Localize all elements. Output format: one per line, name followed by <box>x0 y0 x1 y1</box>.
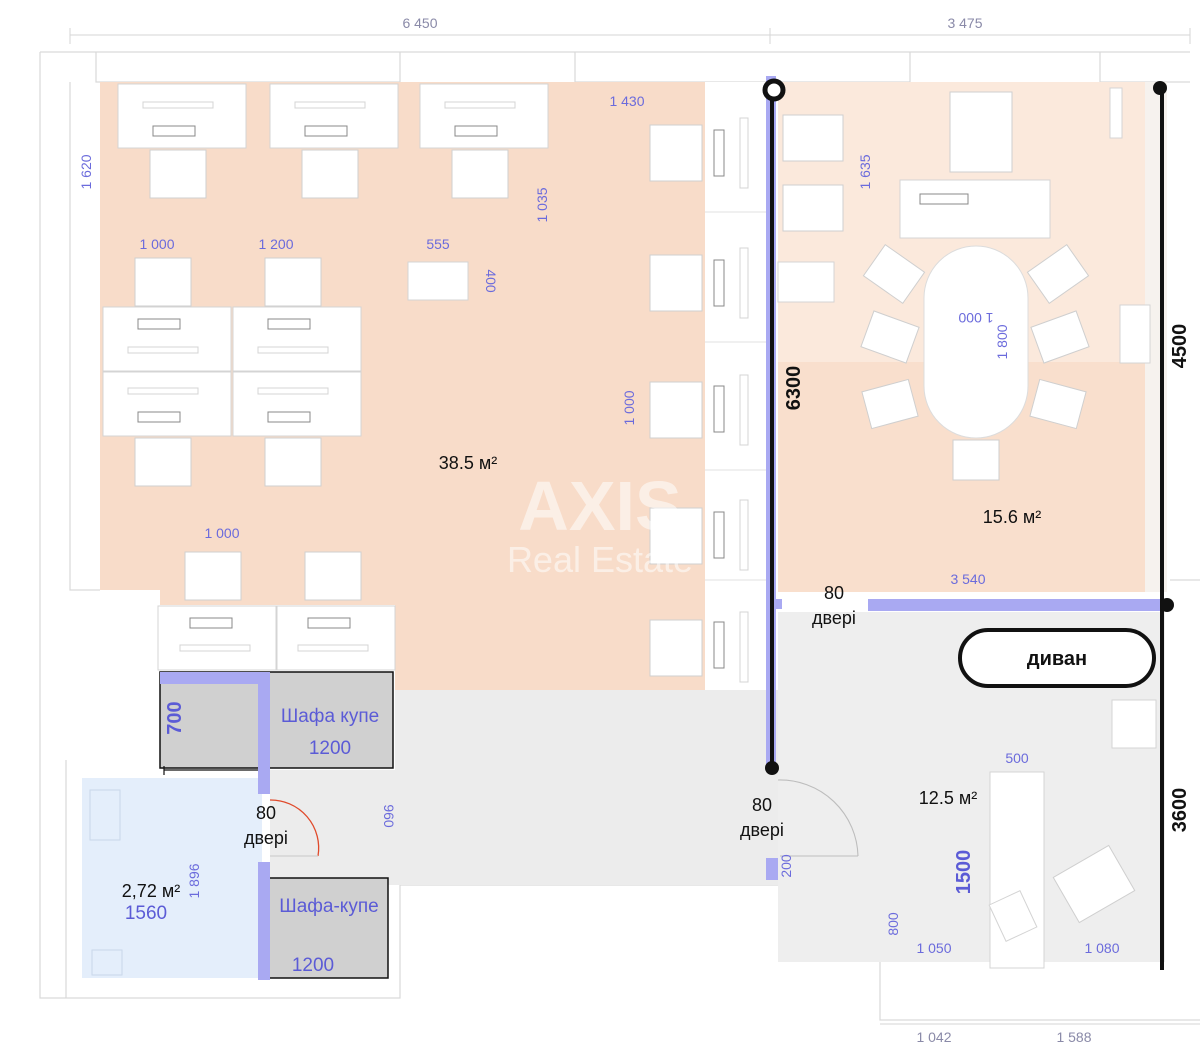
bold-lines <box>770 88 1164 970</box>
door-meeting-width: 80 <box>824 583 844 603</box>
dimension-top-left: 6 450 <box>402 15 437 31</box>
door-office-width: 80 <box>752 795 772 815</box>
sofa <box>958 628 1156 688</box>
bathroom-area: 2,72 м² <box>122 881 180 901</box>
door-office-label: двері <box>740 820 784 840</box>
dimension-1050: 1 050 <box>916 940 951 956</box>
dimension-bottom-right: 1 588 <box>1056 1029 1091 1045</box>
door-meeting-label: двері <box>812 608 856 628</box>
top-dimension-line <box>69 28 1200 1025</box>
dimension-1035: 1 035 <box>534 187 550 222</box>
right-line-top-marker <box>1153 81 1167 95</box>
dimension-1500: 1500 <box>953 850 975 895</box>
middle-desk-cluster <box>102 257 469 487</box>
wardrobe-upper-width: 1200 <box>309 738 351 759</box>
wardrobe-lower <box>267 877 389 979</box>
dimension-200: 200 <box>778 854 794 878</box>
watermark-brand: AXIS <box>518 467 681 545</box>
dimension-bottom-left: 1 042 <box>916 1029 951 1045</box>
open-space-area: 38.5 м² <box>439 453 497 473</box>
wardrobe-upper-label: Шафа купе <box>281 706 379 727</box>
door-bath-width: 80 <box>256 803 276 823</box>
dimension-4500: 4500 <box>1169 324 1191 369</box>
dimension-top-right: 3 475 <box>947 15 982 31</box>
dimension-400: 400 <box>483 269 499 293</box>
desk-column-dividers <box>705 211 768 581</box>
door-swing-corridor <box>777 779 859 857</box>
watermark-subtitle: Real Estate <box>507 539 693 580</box>
wardrobe-lower-width: 1200 <box>292 955 334 976</box>
meeting-room-area: 15.6 м² <box>983 507 1041 527</box>
wall-end-marker <box>765 761 779 775</box>
dimension-500: 500 <box>1005 750 1029 766</box>
bottom-desk-pair <box>157 551 396 671</box>
dimension-6300: 6300 <box>783 366 805 411</box>
bath-door-frame <box>163 766 258 775</box>
right-line-mid-marker <box>1160 598 1174 612</box>
dimension-1200: 1 200 <box>258 236 293 252</box>
bathroom-width: 1560 <box>125 903 167 924</box>
wall-start-marker <box>762 78 786 102</box>
wardrobe-lower-label: Шафа-купе <box>279 896 378 917</box>
office-furniture <box>988 699 1157 969</box>
dimension-1620: 1 620 <box>78 154 94 189</box>
watermark: AXIS Real Estate <box>507 467 693 580</box>
door-bath-label: двері <box>244 828 288 848</box>
dimension-3600: 3600 <box>1169 788 1191 833</box>
dimension-555: 555 <box>426 236 450 252</box>
door-swings <box>269 799 320 857</box>
dimension-1000-b: 1 000 <box>621 390 637 425</box>
open-space-zone <box>100 82 705 690</box>
top-desks <box>117 83 549 199</box>
dimension-1430: 1 430 <box>609 93 644 109</box>
dimension-800: 800 <box>885 912 901 936</box>
dimension-1080: 1 080 <box>1084 940 1119 956</box>
dimension-1000-c: 1 000 <box>204 525 239 541</box>
meeting-room-furniture <box>777 87 1151 481</box>
dimension-700: 700 <box>164 701 186 734</box>
desk-column-workstations <box>649 117 749 683</box>
office-area: 12.5 м² <box>919 788 977 808</box>
sofa-label: диван <box>1027 648 1087 670</box>
wardrobe-upper <box>159 671 394 769</box>
bathroom-zone <box>82 778 262 978</box>
dimension-1800: 1 800 <box>994 324 1010 359</box>
dimension-1000-a: 1 000 <box>139 236 174 252</box>
dimension-1635: 1 635 <box>857 154 873 189</box>
dimension-960: 960 <box>381 804 397 828</box>
dimension-1896: 1 896 <box>186 863 202 898</box>
dimension-table-width: 1 000 <box>958 310 993 326</box>
dimension-3540: 3 540 <box>950 571 985 587</box>
